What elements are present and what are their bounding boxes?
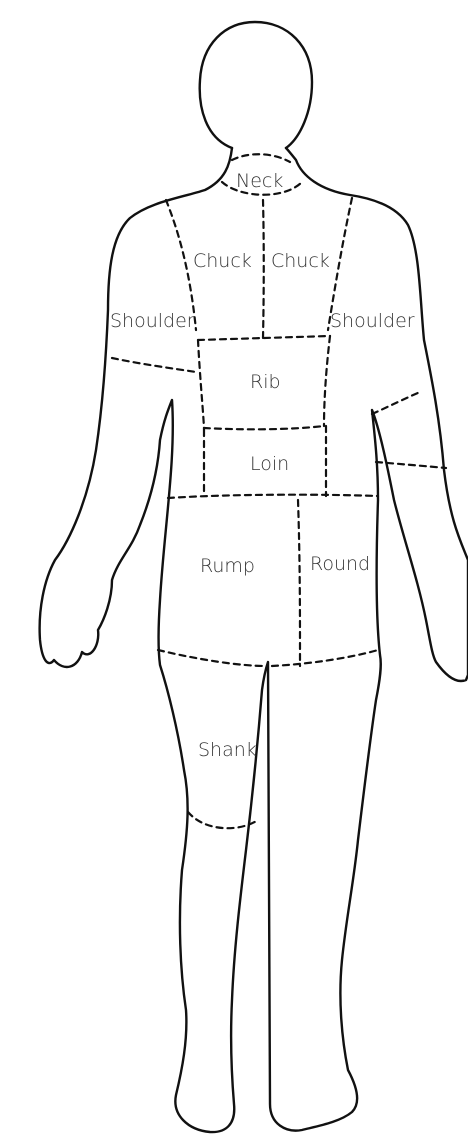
neck-top-cut <box>232 154 290 162</box>
label-chuck-left: Chuck <box>193 250 252 272</box>
rib-left-cut <box>198 340 204 430</box>
loin-bottom-cut <box>168 495 378 498</box>
knee-cut <box>188 812 258 828</box>
label-shoulder-right: Shoulder <box>330 310 415 332</box>
label-loin: Loin <box>250 453 289 475</box>
right-arm-upper-cut <box>372 392 420 414</box>
label-chuck-right: Chuck <box>271 250 330 272</box>
chuck-center-cut <box>263 200 264 338</box>
label-neck: Neck <box>236 170 283 192</box>
body-outline <box>40 148 468 1132</box>
rib-right-cut <box>324 336 330 426</box>
label-shoulder-left: Shoulder <box>110 310 195 332</box>
label-rump: Rump <box>200 555 255 577</box>
label-round: Round <box>310 553 370 575</box>
label-shank: Shank <box>198 739 257 761</box>
rib-bottom-cut <box>204 426 324 429</box>
head-outline <box>200 22 312 148</box>
rump-round-cut <box>298 500 300 666</box>
left-arm-cut <box>112 358 196 372</box>
label-rib: Rib <box>250 371 281 393</box>
